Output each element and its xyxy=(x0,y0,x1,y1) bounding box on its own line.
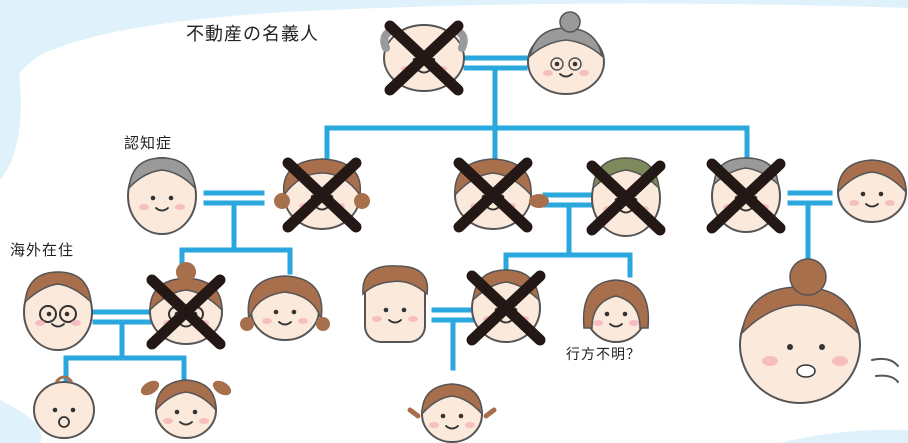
owner-label: 不動産の名義人 xyxy=(186,24,319,45)
right-man-face-crossed xyxy=(712,157,780,232)
missing-label: 行方不明？ xyxy=(566,347,641,363)
bottom-girl-face xyxy=(407,383,497,443)
middle-man-face-crossed xyxy=(592,157,660,237)
young-man-face xyxy=(362,265,429,343)
middle-woman-face-crossed xyxy=(455,159,549,229)
daughter-in-law-face-crossed xyxy=(274,159,370,229)
grandmother-face xyxy=(527,11,605,95)
missing-girl-face xyxy=(582,279,650,343)
overseas-label: 海外在住 xyxy=(10,241,75,259)
big-bun-girl-face xyxy=(739,258,861,404)
middle-son-face-crossed xyxy=(472,269,540,342)
curly-woman-face xyxy=(240,275,330,341)
baby-face xyxy=(33,375,95,439)
grandfather-face xyxy=(380,25,468,91)
pigtail-girl-face xyxy=(140,379,232,439)
right-woman-face xyxy=(837,159,907,223)
bun-woman-face-crossed xyxy=(150,262,222,344)
connector-lines xyxy=(63,55,833,388)
overseas-man-face xyxy=(23,271,93,351)
dementia-label: 認知症 xyxy=(124,134,173,152)
dementia-man-face xyxy=(127,157,197,235)
motion-lines xyxy=(871,357,899,383)
